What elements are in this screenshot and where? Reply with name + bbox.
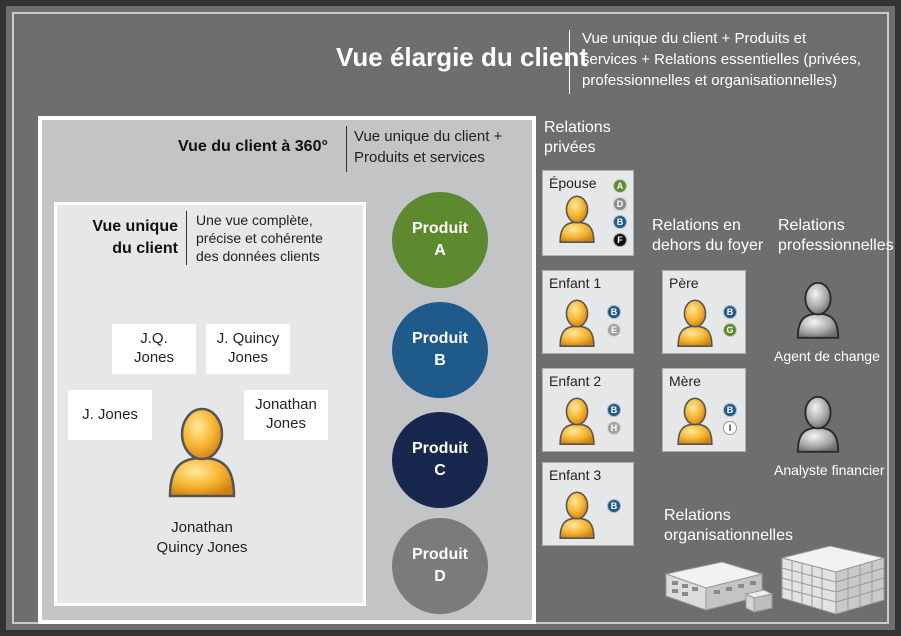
desc-line: services + Relations essentielles (privé…: [582, 51, 861, 68]
product-badge-b: B: [723, 305, 737, 319]
heading-line: dehors du foyer: [652, 237, 764, 254]
card-label: Épouse: [549, 175, 597, 191]
name-line: Quincy Jones: [156, 539, 248, 556]
title-line: du client: [112, 240, 178, 257]
child-person-icon: [557, 489, 597, 541]
card-label: Enfant 2: [549, 373, 602, 389]
product-word: Produit: [412, 440, 468, 458]
name-variant-box: J.Q.Jones: [112, 324, 196, 374]
product-word: Produit: [412, 546, 468, 564]
child-3-card: Enfant 3 B: [542, 462, 634, 546]
child-person-icon: [557, 297, 597, 349]
title-line: Vue unique: [92, 218, 178, 235]
customer-person-icon: [164, 404, 240, 500]
product-badge-g: G: [723, 323, 737, 337]
product-badge-b: B: [607, 305, 621, 319]
product-badge-b: B: [613, 215, 627, 229]
product-badge-d: D: [613, 197, 627, 211]
broker-label: Agent de change: [774, 348, 880, 364]
diagram-canvas: Vue élargie du client Vue unique du clie…: [6, 6, 895, 630]
product-letter: D: [434, 568, 446, 585]
desc-line: précise et cohérente: [196, 230, 323, 246]
name-line: Jonathan: [255, 396, 317, 414]
desc-line: Une vue complète,: [196, 212, 313, 228]
heading-line: professionnelles: [778, 237, 894, 254]
single-view-separator: [186, 211, 187, 265]
desc-line: Produits et services: [354, 149, 485, 166]
small-building-icon: [662, 554, 774, 621]
card-label: Mère: [669, 373, 701, 389]
single-view-title: Vue unique du client: [74, 216, 178, 260]
product-badge-a: A: [613, 179, 627, 193]
product-badge-e: E: [607, 323, 621, 337]
child-person-icon: [557, 395, 597, 447]
product-letter: C: [434, 462, 446, 479]
desc-line: Vue unique du client +: [354, 128, 503, 145]
name-line: Jones: [265, 415, 306, 432]
customer-name: Jonathan Quincy Jones: [146, 518, 258, 558]
name-line: J.Q.: [140, 330, 168, 348]
analyst-label: Analyste financier: [774, 462, 885, 478]
view-360-description: Vue unique du client + Produits et servi…: [354, 126, 502, 168]
outside-household-heading: Relations en dehors du foyer: [652, 216, 763, 256]
father-card: Père B G: [662, 270, 746, 354]
heading-line: Relations: [544, 119, 611, 136]
heading-line: privées: [544, 139, 596, 156]
father-person-icon: [675, 297, 715, 349]
view-360-title: Vue du client à 360°: [178, 138, 328, 155]
desc-line: des données clients: [196, 248, 320, 264]
product-badge-b: B: [607, 403, 621, 417]
extended-view-description: Vue unique du client + Produits et servi…: [582, 28, 861, 91]
card-label: Enfant 1: [549, 275, 602, 291]
broker-person-icon: [794, 278, 842, 342]
product-word: Produit: [412, 330, 468, 348]
card-label: Enfant 3: [549, 467, 602, 483]
name-line: J. Quincy: [216, 330, 280, 348]
office-building-icon: [778, 540, 888, 623]
child-2-card: Enfant 2 B H: [542, 368, 634, 452]
desc-line: Vue unique du client + Produits et: [582, 30, 807, 47]
heading-line: organisationnelles: [664, 527, 793, 544]
mother-card: Mère B I: [662, 368, 746, 452]
product-letter: B: [434, 352, 446, 369]
product-badge-f: F: [613, 233, 627, 247]
heading-line: Relations: [778, 217, 845, 234]
child-1-card: Enfant 1 B E: [542, 270, 634, 354]
product-badge-b: B: [607, 499, 621, 513]
name-line: Jonathan: [171, 519, 233, 536]
heading-line: Relations en: [652, 217, 741, 234]
analyst-person-icon: [794, 392, 842, 456]
product-letter: A: [434, 242, 446, 259]
product-word: Produit: [412, 220, 468, 238]
heading-line: Relations: [664, 507, 731, 524]
product-badge-i: I: [723, 421, 737, 435]
product-badge-h: H: [607, 421, 621, 435]
professional-relations-heading: Relations professionnelles: [778, 216, 894, 256]
header-separator: [569, 30, 570, 94]
view-360-separator: [346, 126, 347, 172]
name-line: Jones: [133, 349, 175, 366]
product-badge-b: B: [723, 403, 737, 417]
name-variant-box: J. Jones: [68, 390, 152, 440]
name-line: Jones: [227, 349, 269, 366]
desc-line: professionnelles et organisationnelles): [582, 72, 838, 89]
card-label: Père: [669, 275, 699, 291]
organizational-relations-heading: Relations organisationnelles: [664, 506, 793, 546]
spouse-card: Épouse A D B F: [542, 170, 634, 256]
private-relations-heading: Relations privées: [544, 118, 611, 158]
name-line: J. Jones: [82, 405, 138, 423]
single-view-description: Une vue complète, précise et cohérente d…: [196, 211, 323, 265]
spouse-person-icon: [557, 193, 597, 245]
extended-view-title: Vue élargie du client: [336, 42, 588, 72]
mother-person-icon: [675, 395, 715, 447]
